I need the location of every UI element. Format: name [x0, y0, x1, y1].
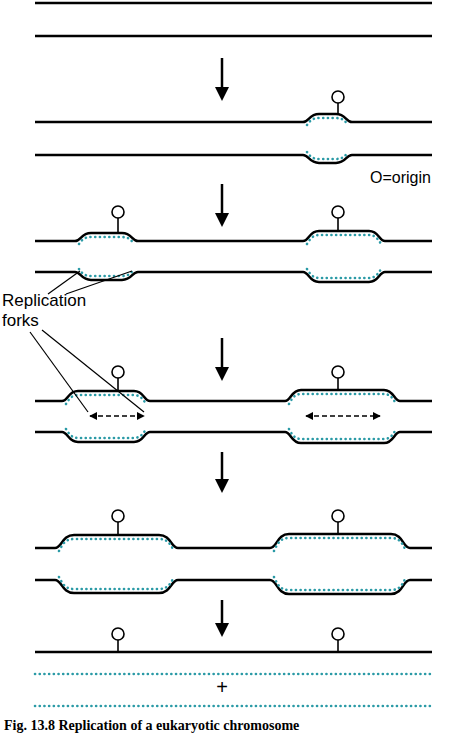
parental-strands [35, 3, 432, 652]
arrow-head [215, 213, 229, 227]
strand [35, 155, 432, 163]
origin-stick [117, 640, 119, 652]
origin-symbol [332, 366, 344, 378]
origin-stick [337, 218, 339, 231]
figure-caption: Fig. 13.8 Replication of a eukaryotic ch… [4, 717, 299, 735]
daughter-strand [307, 269, 381, 278]
daughter-strand [35, 705, 432, 708]
step-arrow [221, 600, 224, 624]
strand [35, 580, 432, 594]
plus-sign: + [202, 676, 242, 698]
step-arrow [221, 338, 224, 368]
new-strands [35, 118, 432, 706]
daughter-strand [307, 152, 348, 159]
origin-stick [117, 522, 119, 535]
strand [35, 35, 432, 38]
daughter-strand [66, 429, 146, 438]
daughter-strand [289, 394, 396, 404]
daughter-strand [274, 538, 406, 551]
origin-stick [337, 522, 339, 534]
origin-symbol [332, 510, 344, 522]
daughter-strand [59, 577, 174, 589]
callout-label: O=origin [370, 168, 460, 187]
origin-symbol [332, 206, 344, 218]
fork-direction-arrow [90, 415, 144, 417]
origin-symbol [332, 91, 344, 103]
origin-stick [117, 218, 119, 233]
arrow-head [215, 623, 229, 637]
leader-line [42, 330, 144, 412]
daughter-strand [274, 577, 406, 590]
daughter-strand [66, 395, 146, 404]
origin-symbol [332, 628, 344, 640]
origin-symbol [112, 366, 124, 378]
daughter-strand [307, 118, 348, 125]
daughter-strand [35, 673, 432, 676]
arrow-head [215, 87, 229, 101]
step-arrow [221, 184, 224, 214]
step-arrow [221, 58, 224, 88]
origin-stick [117, 378, 119, 391]
strand [35, 651, 432, 654]
daughter-strand [307, 235, 381, 244]
step-arrow [221, 452, 224, 480]
fork-arrows [90, 415, 380, 417]
daughter-strand [289, 429, 396, 439]
callout-label: Replication forks [2, 291, 112, 331]
strand [35, 2, 432, 5]
origin-stick [337, 103, 339, 114]
origin-markers [112, 91, 344, 652]
leader-line [66, 271, 132, 294]
daughter-strand [59, 539, 174, 551]
arrow-head [215, 479, 229, 493]
origin-symbol [112, 206, 124, 218]
origin-stick [337, 640, 339, 652]
strand [35, 114, 432, 122]
daughter-strand [79, 237, 134, 244]
daughter-strand [79, 269, 134, 276]
origin-stick [337, 378, 339, 390]
origin-symbol [112, 510, 124, 522]
origin-symbol [112, 628, 124, 640]
step-arrows [215, 58, 229, 637]
fork-direction-arrow [306, 415, 380, 417]
strand [35, 534, 432, 548]
arrow-head [215, 367, 229, 381]
